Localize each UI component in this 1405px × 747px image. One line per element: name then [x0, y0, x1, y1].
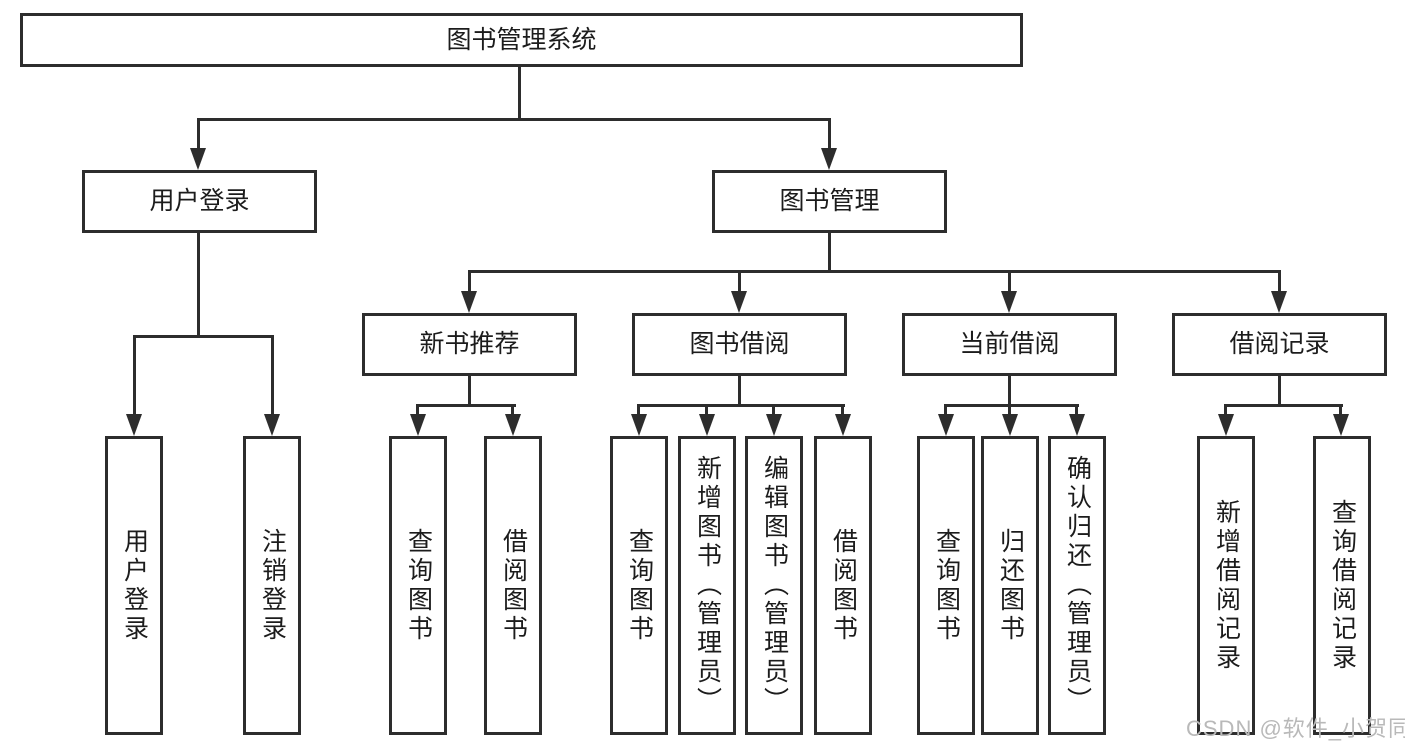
leaf-label: 查询图书	[932, 527, 961, 644]
leaf-label: 查询图书	[404, 527, 433, 644]
leaf-label: 编辑图书（管理员）	[760, 455, 789, 716]
node-label: 图书管理系统	[446, 25, 597, 54]
connector-line	[637, 404, 640, 416]
leaf-user-login: 用户登录	[105, 436, 163, 735]
leaf-query-book-3: 查询图书	[917, 436, 975, 735]
leaf-label: 用户登录	[120, 527, 149, 644]
connector-line	[518, 67, 521, 120]
leaf-query-book-1: 查询图书	[389, 436, 447, 735]
node-book-management: 图书管理	[712, 170, 947, 233]
connector-line	[1008, 376, 1011, 406]
leaf-label: 新增图书（管理员）	[693, 455, 722, 716]
leaf-confirm-return-admin: 确认归还（管理员）	[1048, 436, 1106, 735]
node-library-system: 图书管理系统	[20, 13, 1023, 67]
connector-arrow	[835, 414, 851, 436]
connector-arrow	[699, 414, 715, 436]
connector-line	[1008, 404, 1011, 416]
connector-line	[197, 233, 200, 337]
connector-line	[417, 404, 516, 407]
leaf-borrow-book-2: 借阅图书	[814, 436, 872, 735]
connector-line	[1278, 273, 1281, 293]
connector-line	[197, 118, 831, 121]
leaf-add-borrow-record: 新增借阅记录	[1197, 436, 1255, 735]
connector-line	[1008, 273, 1011, 293]
leaf-add-book-admin: 新增图书（管理员）	[678, 436, 736, 735]
leaf-borrow-book-1: 借阅图书	[484, 436, 542, 735]
node-current-borrow: 当前借阅	[902, 313, 1117, 376]
connector-arrow	[264, 414, 280, 436]
connector-line	[197, 121, 200, 150]
connector-arrow	[821, 148, 837, 170]
connector-arrow	[410, 414, 426, 436]
connector-line	[468, 376, 471, 406]
connector-line	[1224, 404, 1227, 416]
node-label: 图书借阅	[689, 330, 790, 358]
connector-line	[828, 121, 831, 150]
connector-arrow	[1218, 414, 1234, 436]
leaf-query-book-2: 查询图书	[610, 436, 668, 735]
connector-line	[468, 270, 1281, 273]
node-label: 当前借阅	[959, 330, 1060, 358]
connector-line	[841, 404, 844, 416]
connector-line	[944, 404, 1079, 407]
connector-arrow	[1069, 414, 1085, 436]
leaf-label: 借阅图书	[499, 527, 528, 644]
connector-line	[1075, 404, 1078, 416]
connector-arrow	[766, 414, 782, 436]
leaf-return-book: 归还图书	[981, 436, 1039, 735]
connector-arrow	[938, 414, 954, 436]
leaf-label: 注销登录	[258, 527, 287, 644]
leaf-query-borrow-record: 查询借阅记录	[1313, 436, 1371, 735]
connector-arrow	[505, 414, 521, 436]
connector-line	[637, 404, 845, 407]
leaf-label: 查询借阅记录	[1328, 498, 1357, 673]
node-book-borrow: 图书借阅	[632, 313, 847, 376]
connector-line	[511, 404, 514, 416]
connector-line	[772, 404, 775, 416]
connector-line	[416, 404, 419, 416]
leaf-edit-book-admin: 编辑图书（管理员）	[745, 436, 803, 735]
leaf-label: 新增借阅记录	[1212, 498, 1241, 673]
connector-line	[828, 233, 831, 272]
leaf-logout: 注销登录	[243, 436, 301, 735]
node-label: 用户登录	[149, 187, 250, 215]
connector-line	[738, 273, 741, 293]
connector-arrow	[1001, 291, 1017, 313]
connector-line	[705, 404, 708, 416]
leaf-label: 确认归还（管理员）	[1063, 455, 1092, 716]
connector-arrow	[461, 291, 477, 313]
leaf-label: 查询图书	[625, 527, 654, 644]
leaf-label: 归还图书	[996, 527, 1025, 644]
connector-arrow	[1333, 414, 1349, 436]
connector-line	[468, 273, 471, 293]
connector-line	[944, 404, 947, 416]
node-label: 图书管理	[779, 187, 880, 215]
connector-line	[133, 338, 136, 416]
connector-arrow	[731, 291, 747, 313]
leaf-label: 借阅图书	[829, 527, 858, 644]
connector-line	[1224, 404, 1343, 407]
node-label: 借阅记录	[1229, 330, 1330, 358]
connector-arrow	[1271, 291, 1287, 313]
connector-line	[1278, 376, 1281, 406]
connector-arrow	[190, 148, 206, 170]
connector-line	[738, 376, 741, 406]
connector-arrow	[1002, 414, 1018, 436]
connector-arrow	[126, 414, 142, 436]
node-new-book-recommend: 新书推荐	[362, 313, 577, 376]
connector-line	[271, 338, 274, 416]
connector-line	[1339, 404, 1342, 416]
watermark: CSDN @软件_小贺同学	[1186, 716, 1405, 741]
connector-arrow	[631, 414, 647, 436]
node-user-login: 用户登录	[82, 170, 317, 233]
node-borrow-record: 借阅记录	[1172, 313, 1387, 376]
connector-line	[133, 335, 274, 338]
node-label: 新书推荐	[419, 330, 520, 358]
